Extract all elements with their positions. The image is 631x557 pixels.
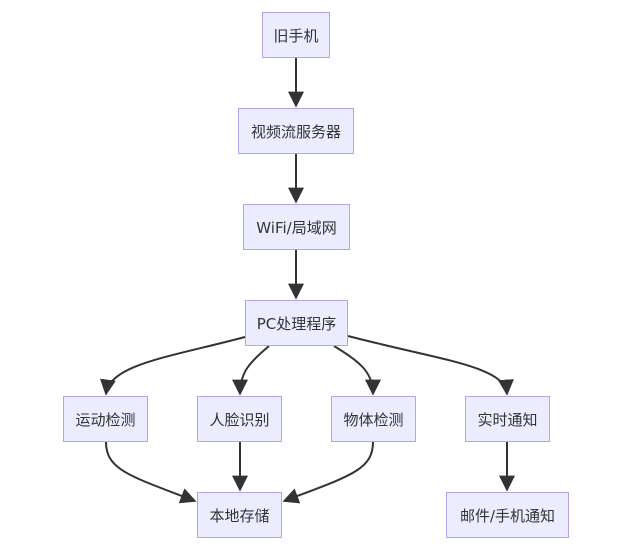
node-old-phone: 旧手机 [262, 12, 330, 58]
edge-object-storage [282, 441, 374, 504]
node-label: 邮件/手机通知 [459, 506, 556, 525]
edge-motion-storage [105, 441, 197, 504]
edge-pc-face [232, 345, 270, 396]
node-wifi-lan: WiFi/局域网 [243, 204, 350, 250]
node-label: WiFi/局域网 [256, 218, 337, 237]
node-label: 物体检测 [343, 410, 404, 429]
node-face-recognition: 人脸识别 [197, 396, 282, 442]
node-motion-detection: 运动检测 [63, 396, 148, 442]
node-label: 本地存储 [209, 506, 270, 525]
node-pc-processor: PC处理程序 [245, 300, 348, 346]
node-video-stream-server: 视频流服务器 [238, 108, 354, 154]
node-mail-phone-notification: 邮件/手机通知 [446, 492, 569, 538]
edge-pc-object [333, 345, 381, 396]
node-label: 实时通知 [477, 410, 538, 429]
node-label: 人脸识别 [209, 410, 270, 429]
edge-pc-motion [100, 336, 246, 396]
node-object-detection: 物体检测 [331, 396, 416, 442]
node-local-storage: 本地存储 [197, 492, 282, 538]
node-label: PC处理程序 [256, 314, 337, 333]
node-label: 运动检测 [75, 410, 136, 429]
node-label: 旧手机 [273, 26, 319, 45]
node-realtime-notification: 实时通知 [465, 396, 550, 442]
edge-pc-notify [347, 335, 514, 396]
node-label: 视频流服务器 [250, 122, 341, 141]
